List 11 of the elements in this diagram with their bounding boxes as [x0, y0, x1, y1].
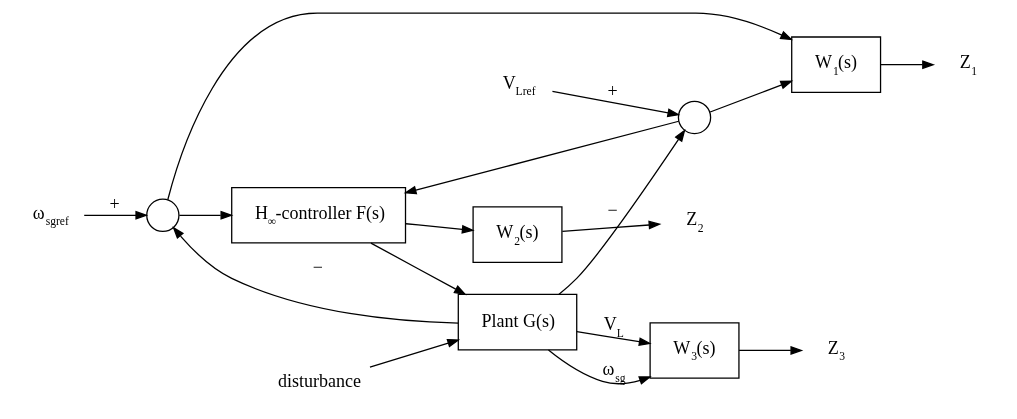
edge-label: − — [312, 257, 323, 278]
node-text: ω$_{sgref}$ — [32, 202, 69, 229]
edge-label: − — [607, 199, 618, 220]
edge-label: + — [607, 81, 618, 102]
edge-label: + — [109, 194, 120, 215]
edge-label: V$_{L}$ — [603, 314, 624, 340]
node-text: Z$_{2}$ — [686, 209, 704, 235]
node-text: V$_{Lref}$ — [502, 72, 536, 99]
node-text: Z$_{3}$ — [827, 337, 846, 364]
node-text: disturbance — [278, 371, 362, 392]
node-text: Z$_{1}$ — [959, 52, 978, 78]
